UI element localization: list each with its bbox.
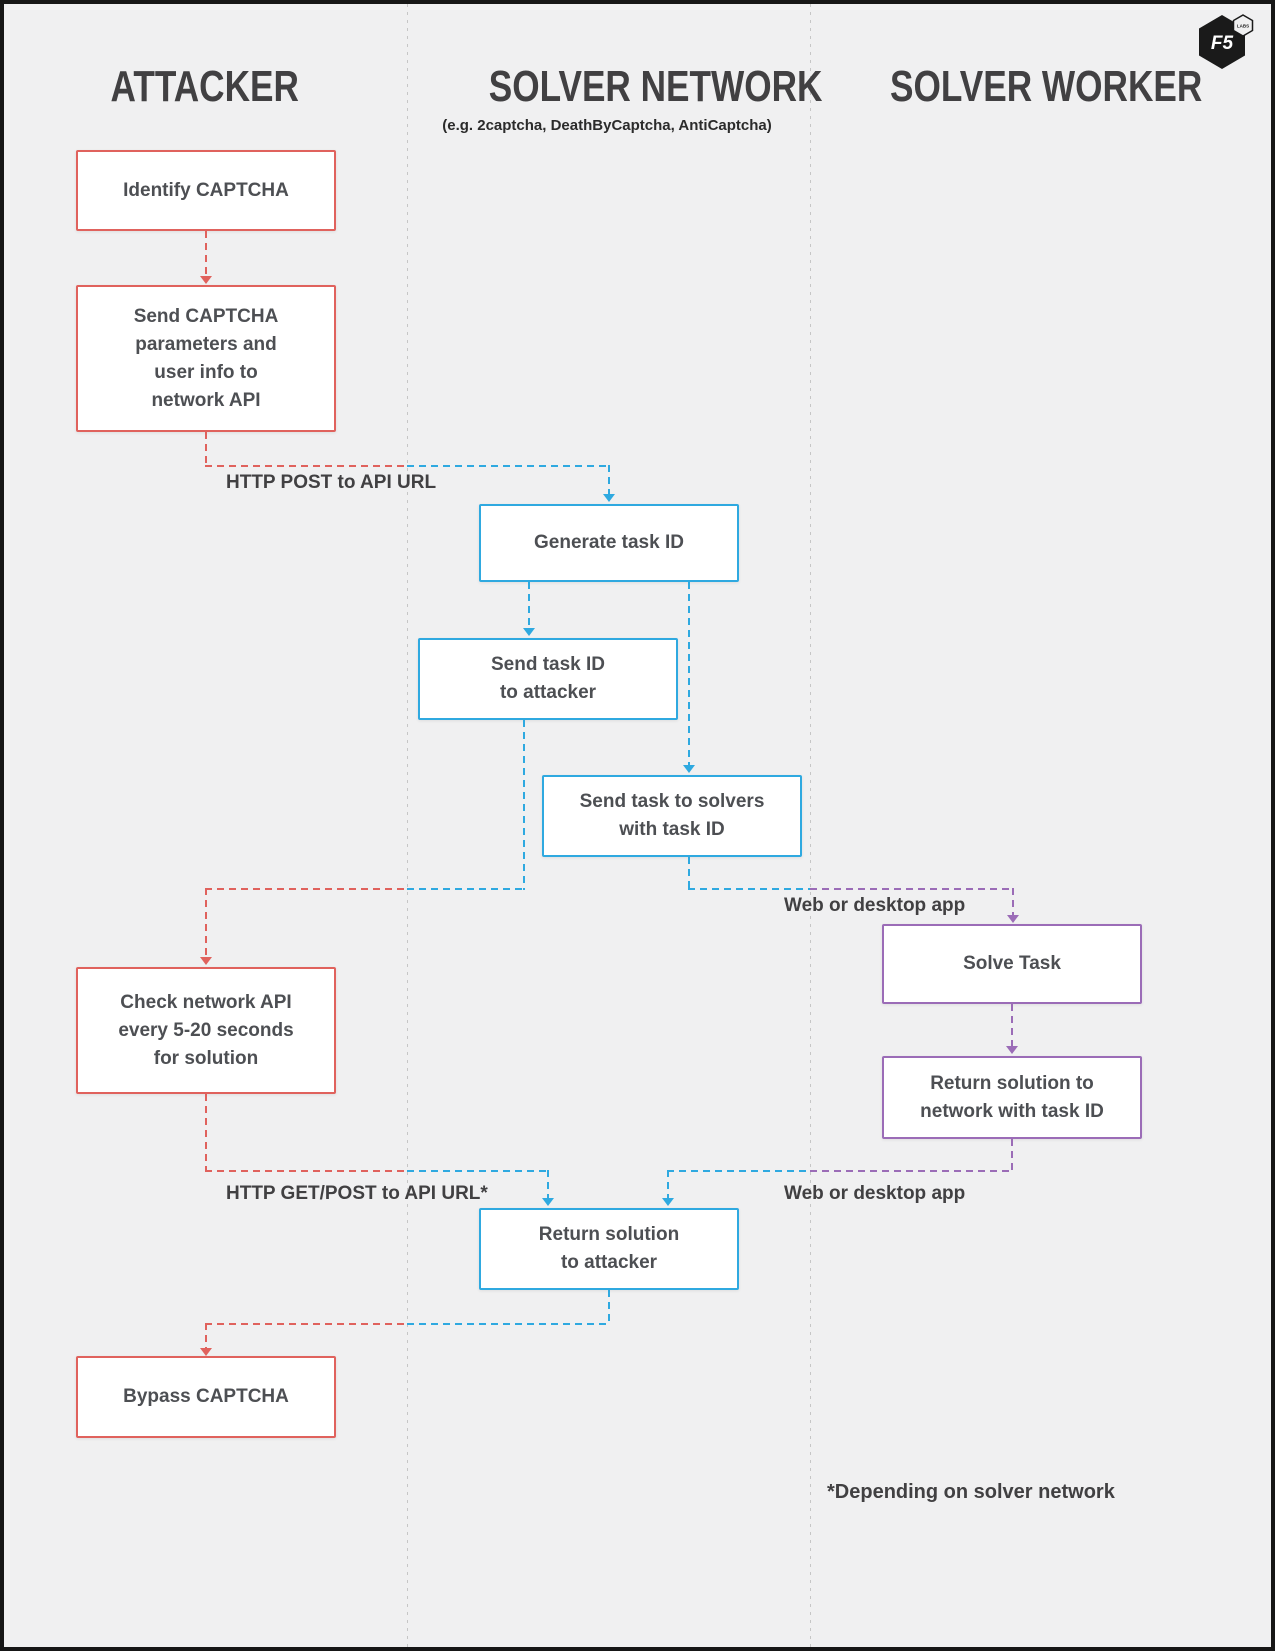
edge-segment <box>667 1170 810 1172</box>
node-return-solution-attacker: Return solution to attacker <box>479 1208 739 1290</box>
edge-segment <box>1011 1004 1013 1047</box>
column-title-solver-worker: SOLVER WORKER <box>851 62 1202 112</box>
edge-segment <box>407 1323 610 1325</box>
edge-label-web-or-desktop-2: Web or desktop app <box>784 1183 966 1204</box>
edge-segment <box>205 888 207 958</box>
node-send-task-to-solvers: Send task to solvers with task ID <box>542 775 802 857</box>
edge-segment <box>1012 888 1014 916</box>
column-separator <box>407 4 408 1647</box>
edge-segment <box>547 1170 549 1199</box>
node-label: Identify CAPTCHA <box>123 179 289 201</box>
arrowhead <box>662 1198 674 1206</box>
column-title-text: SOLVER NETWORK <box>488 62 823 111</box>
node-send-task-id: Send task ID to attacker <box>418 638 678 720</box>
edge-segment <box>688 888 810 890</box>
logo-labs-hexagon <box>1232 14 1254 37</box>
node-label: Bypass CAPTCHA <box>123 1386 289 1407</box>
node-return-solution-network: Return solution to network with task ID <box>882 1056 1142 1139</box>
node-label: Send task to solvers with task ID <box>579 791 765 840</box>
logo-secondary-text: LABS <box>1237 24 1249 29</box>
edge-segment <box>528 582 530 629</box>
edge-segment <box>205 1170 407 1172</box>
column-title-text: SOLVER WORKER <box>890 62 1203 111</box>
edge-segment <box>688 582 690 766</box>
node-bypass-captcha: Bypass CAPTCHA <box>76 1356 336 1438</box>
edge-segment <box>523 720 525 890</box>
node-send-captcha-params: Send CAPTCHA parameters and user info to… <box>76 285 336 432</box>
edge-segment <box>810 888 1014 890</box>
node-label: Solve Task <box>963 953 1061 974</box>
solver-network-subtitle: (e.g. 2captcha, DeathByCaptcha, AntiCapt… <box>442 117 772 134</box>
arrowhead <box>200 957 212 965</box>
edge-segment <box>205 432 207 466</box>
arrowhead <box>683 765 695 773</box>
edge-segment <box>1011 1139 1013 1172</box>
arrowhead <box>1006 1046 1018 1054</box>
edge-segment <box>667 1170 669 1199</box>
arrowhead <box>523 628 535 636</box>
node-solve-task: Solve Task <box>882 924 1142 1004</box>
edge-segment <box>205 1094 207 1171</box>
edge-segment <box>407 465 610 467</box>
node-check-network-api: Check network API every 5-20 seconds for… <box>76 967 336 1094</box>
edge-segment <box>205 1323 207 1349</box>
edge-segment <box>205 1323 407 1325</box>
arrowhead <box>1007 915 1019 923</box>
node-label: Send CAPTCHA parameters and user info to… <box>133 305 279 411</box>
node-label: Check network API every 5-20 seconds for… <box>118 991 294 1069</box>
node-label: Generate task ID <box>534 532 684 553</box>
footnote: *Depending on solver network <box>827 1481 1115 1503</box>
edge-segment <box>205 231 207 276</box>
column-separator <box>810 4 811 1647</box>
edge-segment <box>608 465 610 495</box>
edge-label-web-or-desktop-1: Web or desktop app <box>784 895 966 916</box>
column-title-text: ATTACKER <box>110 62 300 111</box>
node-label: Return solution to network with task ID <box>920 1072 1104 1122</box>
column-title-attacker: ATTACKER <box>55 62 355 112</box>
edge-label-http-post: HTTP POST to API URL <box>226 472 437 493</box>
edge-segment <box>407 1170 549 1172</box>
column-title-solver-network: SOLVER NETWORK <box>447 62 823 112</box>
arrowhead <box>200 1348 212 1356</box>
f5-labs-logo: F5 LABS <box>1199 14 1254 69</box>
arrowhead <box>603 494 615 502</box>
edge-label-http-get-post: HTTP GET/POST to API URL* <box>226 1183 488 1204</box>
arrowhead <box>542 1198 554 1206</box>
node-label: Send task ID to attacker <box>490 654 606 703</box>
edge-segment <box>407 888 525 890</box>
arrowhead <box>200 276 212 284</box>
node-label: Return solution to attacker <box>538 1224 680 1273</box>
edge-segment <box>205 465 407 467</box>
node-generate-task-id: Generate task ID <box>479 504 739 582</box>
node-identify-captcha: Identify CAPTCHA <box>76 150 336 231</box>
logo-primary-text: F5 <box>1211 33 1234 54</box>
edge-segment <box>688 857 690 889</box>
edge-segment <box>810 1170 1013 1172</box>
edge-segment <box>205 888 407 890</box>
edge-segment <box>608 1290 610 1324</box>
